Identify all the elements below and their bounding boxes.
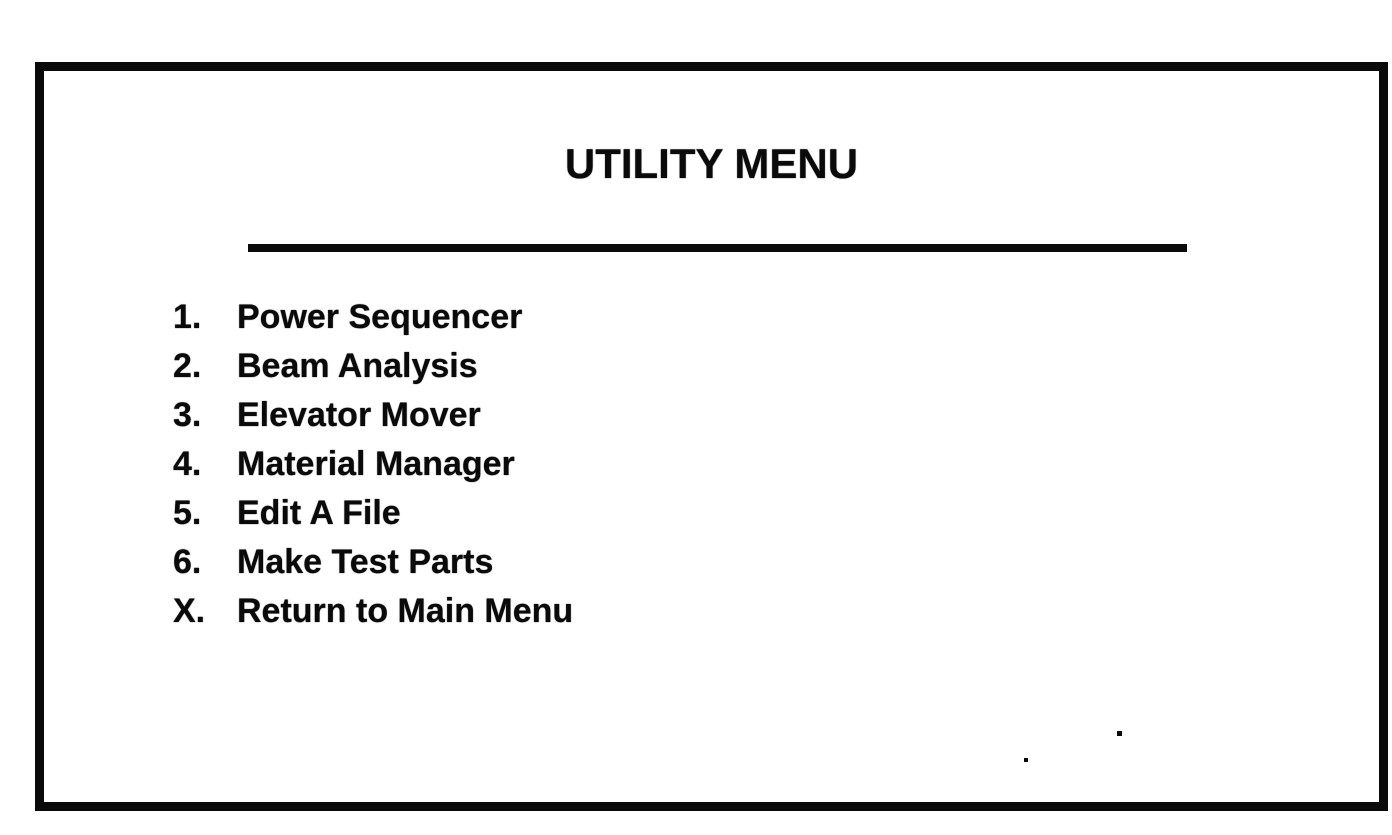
scan-artifact-dot <box>1024 758 1028 762</box>
scan-artifact-dot <box>1117 731 1122 736</box>
menu-item-label: Edit A File <box>237 494 401 532</box>
menu-item-key: 5. <box>173 494 202 532</box>
menu-item-label: Make Test Parts <box>237 543 494 581</box>
page-title: UTILITY MENU <box>564 140 859 187</box>
menu-frame: UTILITY MENU 1. Power Sequencer 2. Beam … <box>35 62 1388 811</box>
menu-item-material-manager[interactable]: 4. Material Manager <box>173 440 573 489</box>
menu-item-label: Power Sequencer <box>237 298 523 336</box>
menu-item-return-to-main-menu[interactable]: X. Return to Main Menu <box>173 587 573 636</box>
menu-list: 1. Power Sequencer 2. Beam Analysis 3. E… <box>173 293 573 636</box>
menu-item-power-sequencer[interactable]: 1. Power Sequencer <box>173 293 573 342</box>
menu-item-make-test-parts[interactable]: 6. Make Test Parts <box>173 538 573 587</box>
menu-item-key: X. <box>173 592 206 630</box>
menu-item-label: Elevator Mover <box>237 396 481 434</box>
menu-item-label: Return to Main Menu <box>237 592 574 630</box>
menu-item-key: 2. <box>173 347 202 385</box>
menu-item-label: Beam Analysis <box>237 347 478 385</box>
menu-item-edit-a-file[interactable]: 5. Edit A File <box>173 489 573 538</box>
menu-item-key: 6. <box>173 543 202 581</box>
title-divider <box>248 244 1187 252</box>
menu-item-label: Material Manager <box>237 445 515 483</box>
menu-item-beam-analysis[interactable]: 2. Beam Analysis <box>173 342 573 391</box>
menu-item-elevator-mover[interactable]: 3. Elevator Mover <box>173 391 573 440</box>
menu-item-key: 4. <box>173 445 202 483</box>
menu-item-key: 3. <box>173 396 202 434</box>
menu-item-key: 1. <box>173 298 202 336</box>
